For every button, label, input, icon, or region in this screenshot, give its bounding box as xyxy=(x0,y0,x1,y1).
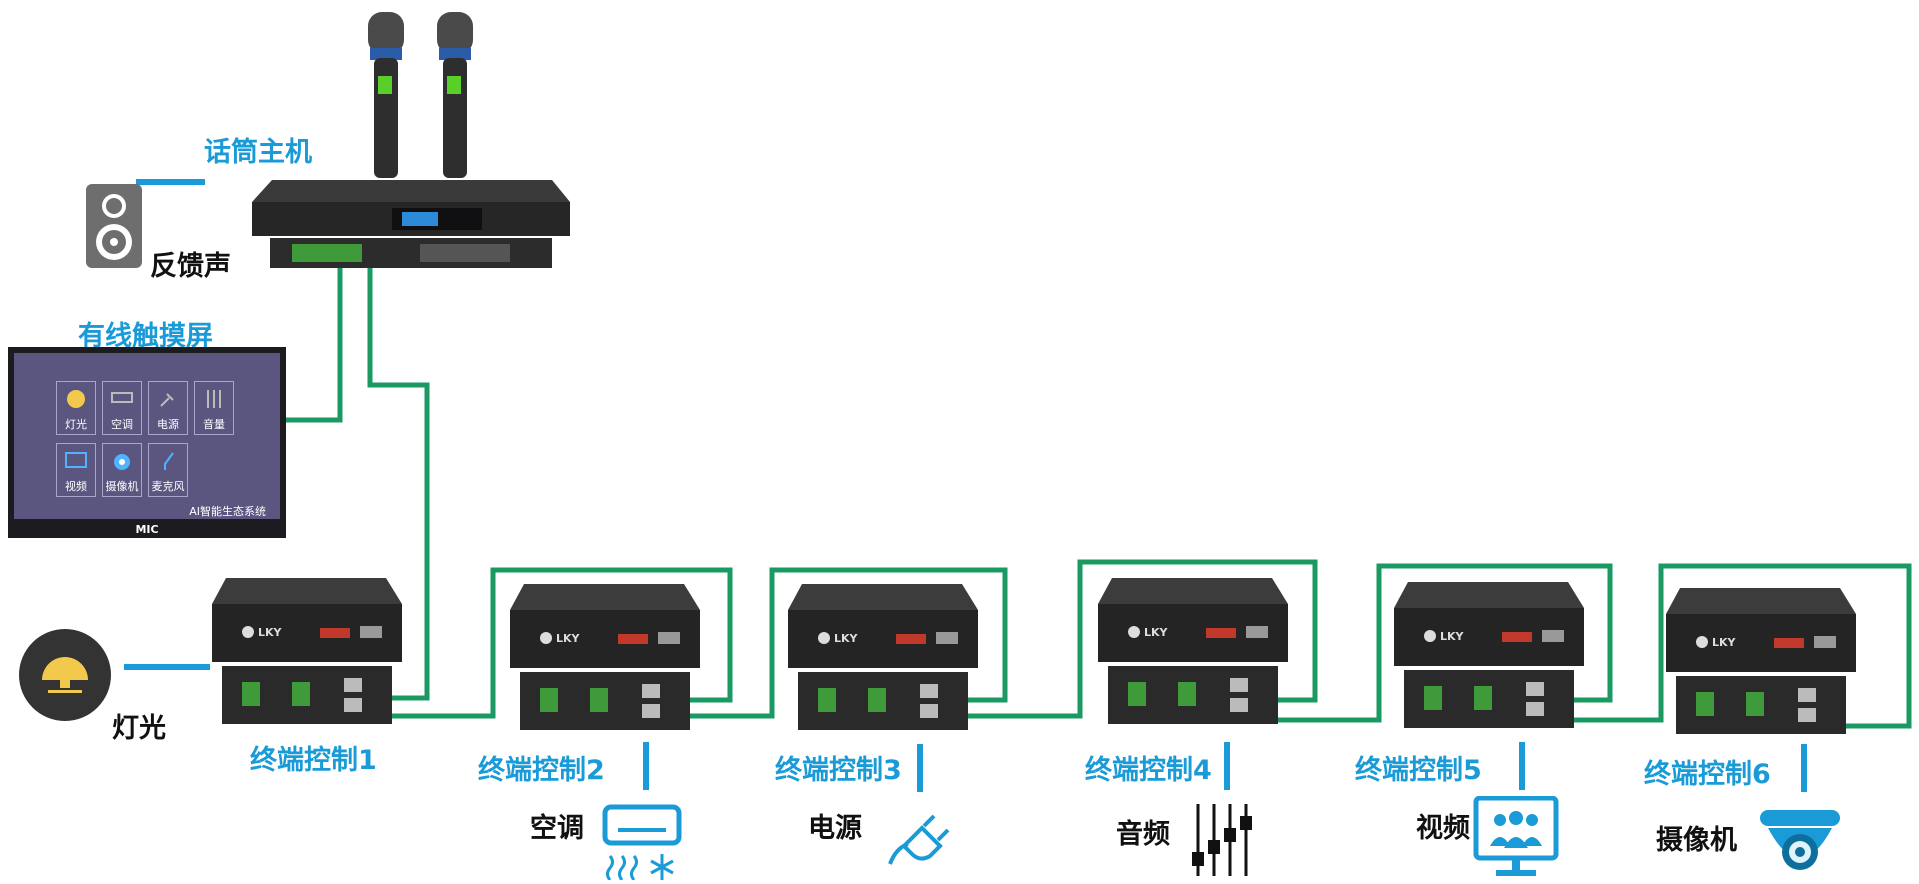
audio-mixer-icon xyxy=(1192,804,1252,876)
video-icon xyxy=(65,452,87,468)
mic-icon xyxy=(164,452,174,470)
plug-icon xyxy=(160,393,174,407)
tile-power: 电源 xyxy=(148,381,188,435)
terminal-label: 终端控制5 xyxy=(1355,755,1482,786)
video-conference-icon xyxy=(1473,796,1559,876)
air-conditioner-icon xyxy=(602,804,682,880)
microphone-icon xyxy=(437,12,473,178)
feedback-label: 反馈声 xyxy=(150,251,231,282)
light-bulb-icon xyxy=(19,629,111,721)
power-label: 电源 xyxy=(808,813,862,844)
camera-label: 摄像机 xyxy=(1656,825,1737,856)
light-label: 灯光 xyxy=(112,713,166,744)
video-label: 视频 xyxy=(1416,813,1470,844)
terminal-label: 终端控制4 xyxy=(1085,755,1212,786)
tile-microphone: 麦克风 xyxy=(148,443,188,497)
terminal-label: 终端控制3 xyxy=(775,755,902,786)
plug-icon xyxy=(888,814,950,865)
tile-volume: 音量 xyxy=(194,381,234,435)
touch-screen-brand: MIC xyxy=(135,523,159,536)
tile-camera: 摄像机 xyxy=(102,443,142,497)
light-icon xyxy=(67,390,85,408)
slider-icon xyxy=(207,390,221,408)
touch-screen-display: 灯光 空调 电源 音量 视频 摄像机 xyxy=(14,353,280,519)
speaker-icon xyxy=(86,184,142,268)
aircon-icon xyxy=(111,392,133,403)
tile-aircon: 空调 xyxy=(102,381,142,435)
mic-host-unit xyxy=(252,180,570,268)
terminal-label: 终端控制1 xyxy=(250,745,377,776)
terminal-label: 终端控制2 xyxy=(478,755,605,786)
mic-host-label: 话筒主机 xyxy=(204,137,312,168)
tile-video: 视频 xyxy=(56,443,96,497)
microphone-icon xyxy=(368,12,404,178)
aircon-label: 空调 xyxy=(530,813,584,844)
touch-screen-footer: AI智能生态系统 xyxy=(189,505,266,518)
tile-light: 灯光 xyxy=(56,381,96,435)
terminal-label: 终端控制6 xyxy=(1644,759,1771,790)
touch-screen-label: 有线触摸屏 xyxy=(78,321,213,352)
camera-icon xyxy=(114,454,130,470)
touch-screen: 灯光 空调 电源 音量 视频 摄像机 xyxy=(8,347,286,538)
dome-camera-icon xyxy=(1760,810,1840,870)
audio-label: 音频 xyxy=(1116,819,1170,850)
